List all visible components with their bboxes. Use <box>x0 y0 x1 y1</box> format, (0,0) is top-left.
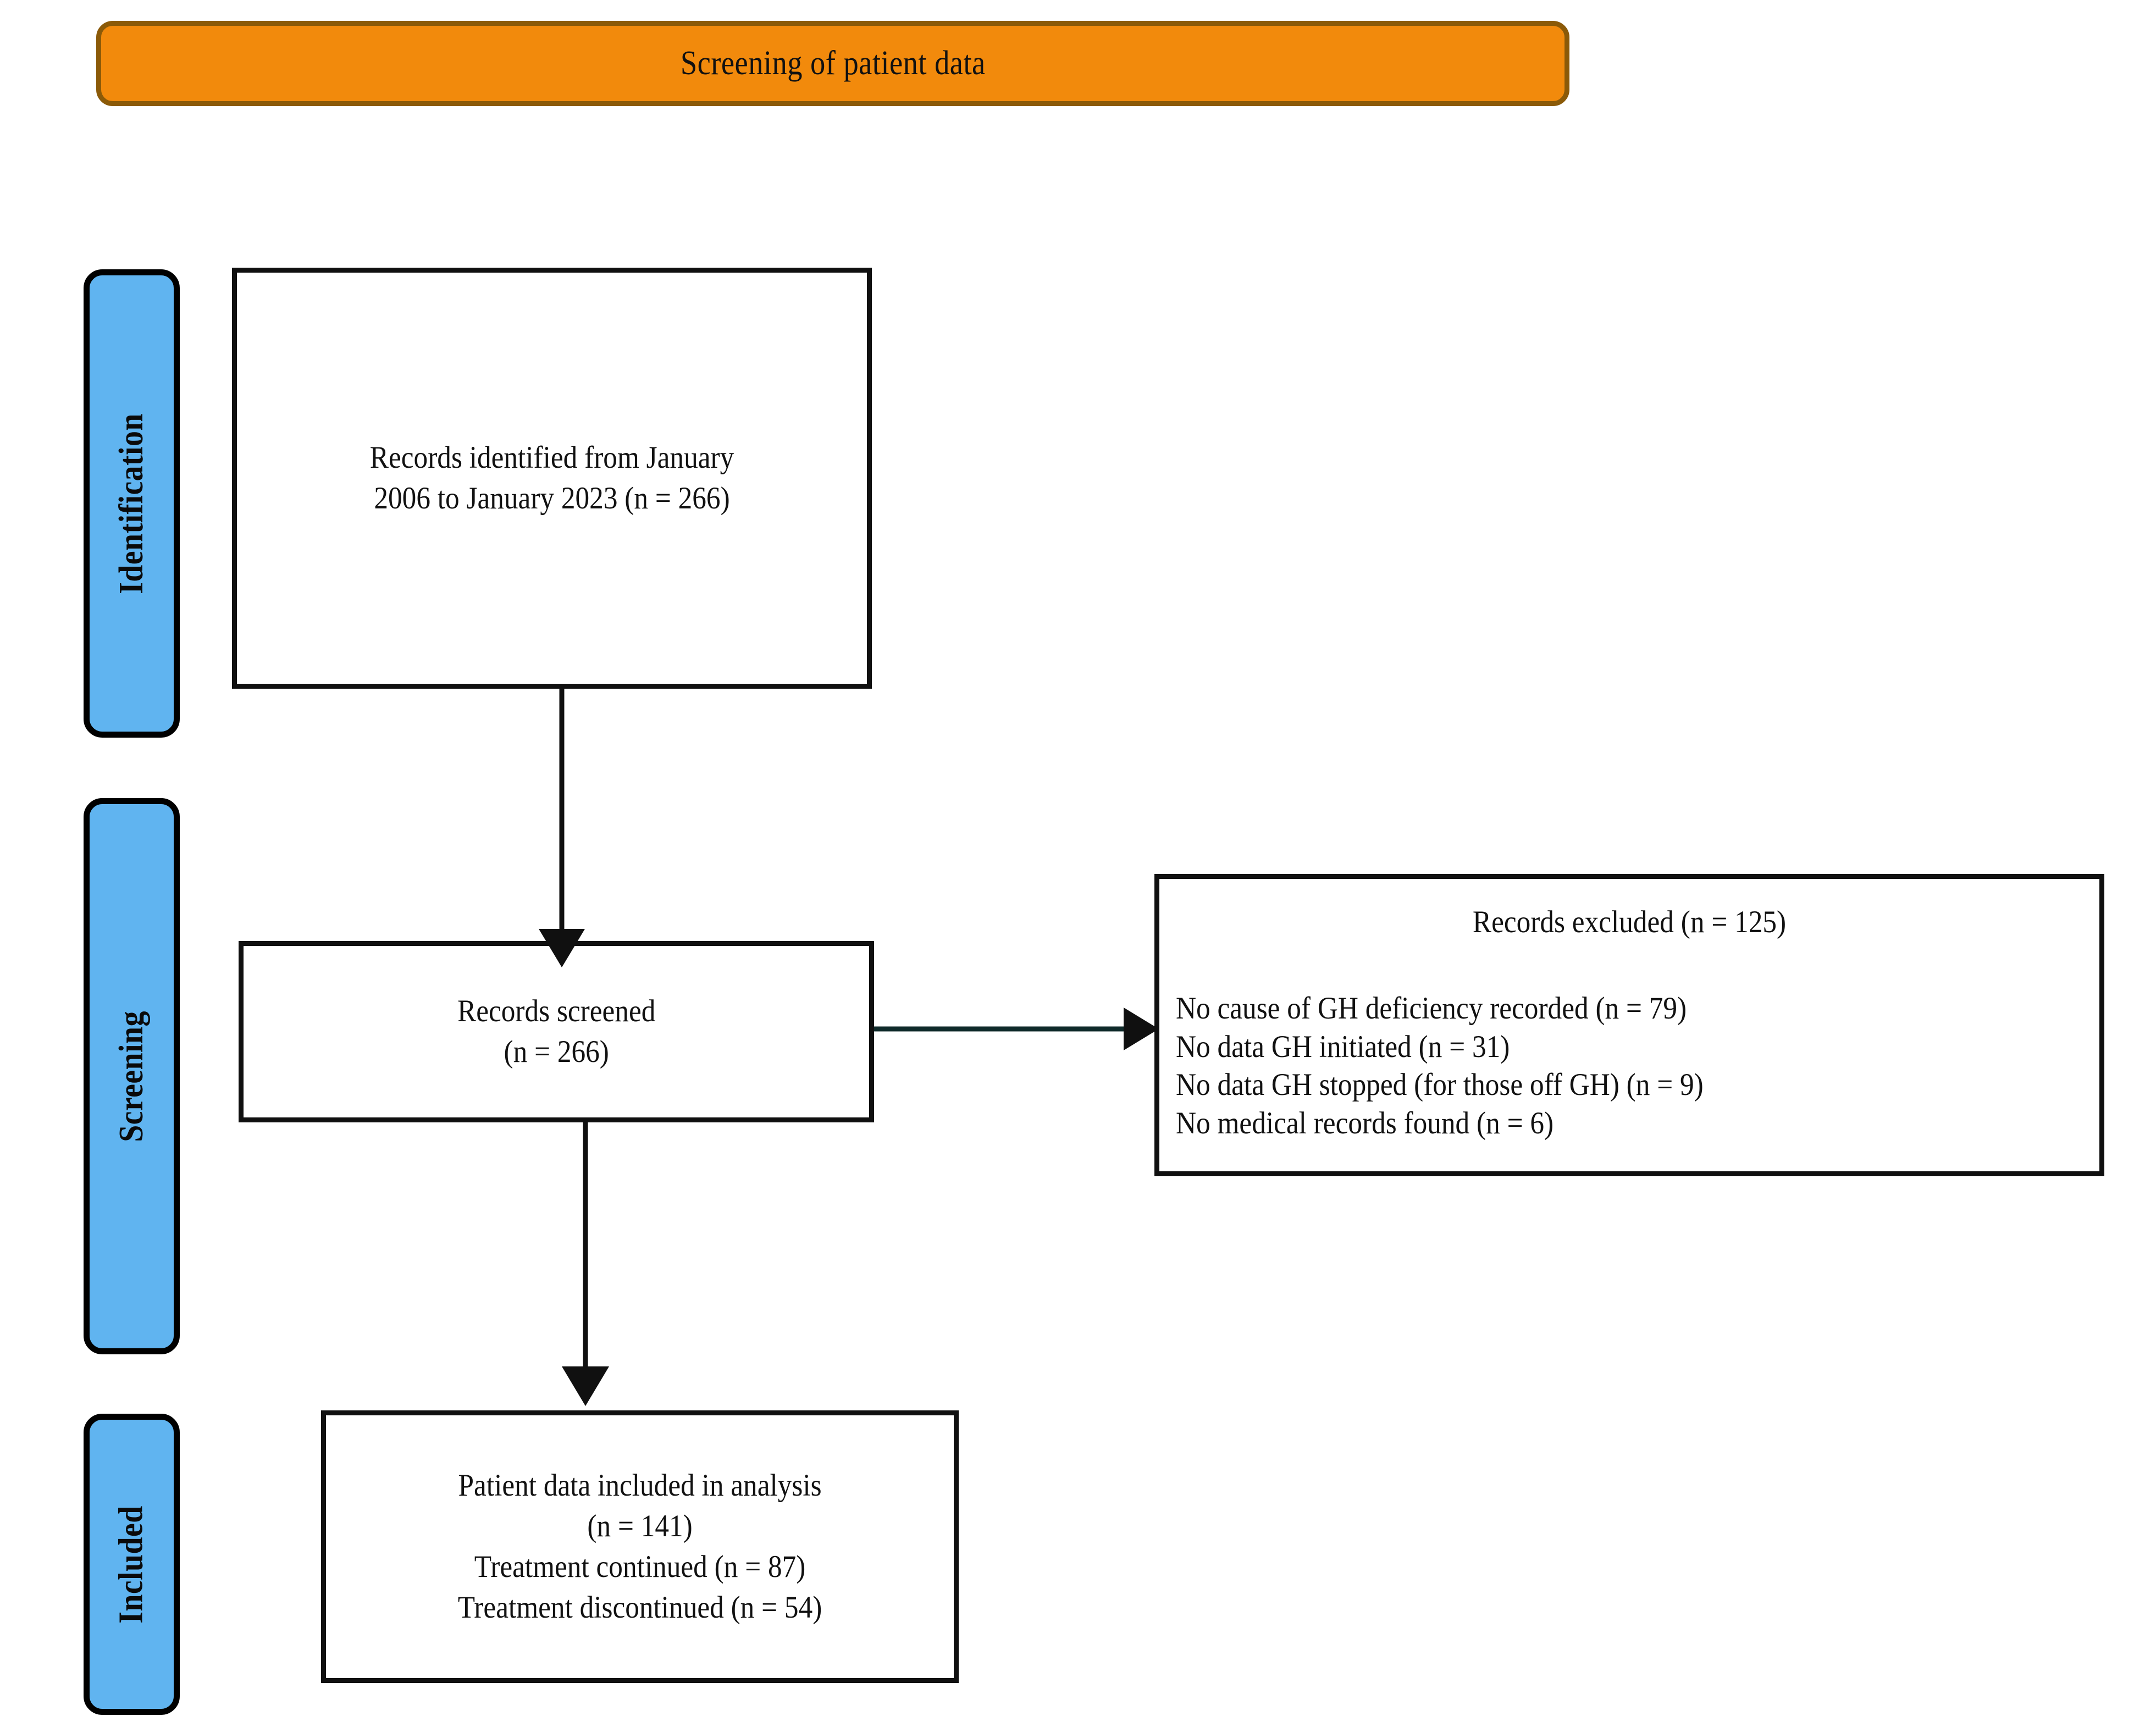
box-included-line-4: Treatment discontinued (n = 54) <box>457 1590 822 1625</box>
stage-label-included: Included <box>113 1505 151 1624</box>
box-patient-data-included: Patient data included in analysis (n = 1… <box>321 1410 959 1683</box>
box-included-line-2: (n = 141) <box>587 1508 693 1543</box>
excluded-reason-item: No cause of GH deficiency recorded (n = … <box>1176 991 1687 1026</box>
box-records-screened-text: Records screened (n = 266) <box>457 991 655 1072</box>
box-records-excluded-list: No cause of GH deficiency recorded (n = … <box>1159 989 2099 1142</box>
box-records-identified: Records identified from January 2006 to … <box>232 268 872 689</box>
header-banner: Screening of patient data <box>96 21 1569 106</box>
stage-bar-included: Included <box>84 1414 180 1715</box>
stage-label-identification: Identification <box>113 413 151 594</box>
arrow-identified-to-screened <box>539 689 585 967</box>
excluded-reason-item: No data GH stopped (for those off GH) (n… <box>1176 1067 1704 1103</box>
box-patient-data-included-text: Patient data included in analysis (n = 1… <box>458 1465 822 1628</box>
box-records-excluded: Records excluded (n = 125) No cause of G… <box>1154 874 2104 1176</box>
excluded-reason-item: No data GH initiated (n = 31) <box>1176 1029 1510 1064</box>
box-records-screened: Records screened (n = 266) <box>239 941 874 1122</box>
stage-bar-identification: Identification <box>84 269 180 738</box>
box-included-line-1: Patient data included in analysis <box>458 1468 822 1503</box>
box-records-screened-line-1: Records screened <box>457 993 656 1028</box>
stage-bar-screening: Screening <box>84 798 180 1354</box>
header-title: Screening of patient data <box>680 45 986 82</box>
stage-label-screening: Screening <box>113 1010 150 1142</box>
box-records-identified-text: Records identified from January 2006 to … <box>370 438 734 519</box>
box-included-line-3: Treatment continued (n = 87) <box>474 1549 806 1584</box>
excluded-reason-item: No medical records found (n = 6) <box>1176 1105 1554 1141</box>
arrow-screened-to-excluded <box>874 1008 1159 1050</box>
box-records-screened-line-2: (n = 266) <box>504 1034 609 1069</box>
box-records-identified-line-1: Records identified from January <box>369 440 734 475</box>
arrow-screened-to-included <box>562 1122 609 1406</box>
box-records-excluded-title: Records excluded (n = 125) <box>1472 905 1787 939</box>
box-records-identified-line-2: 2006 to January 2023 (n = 266) <box>374 481 730 516</box>
